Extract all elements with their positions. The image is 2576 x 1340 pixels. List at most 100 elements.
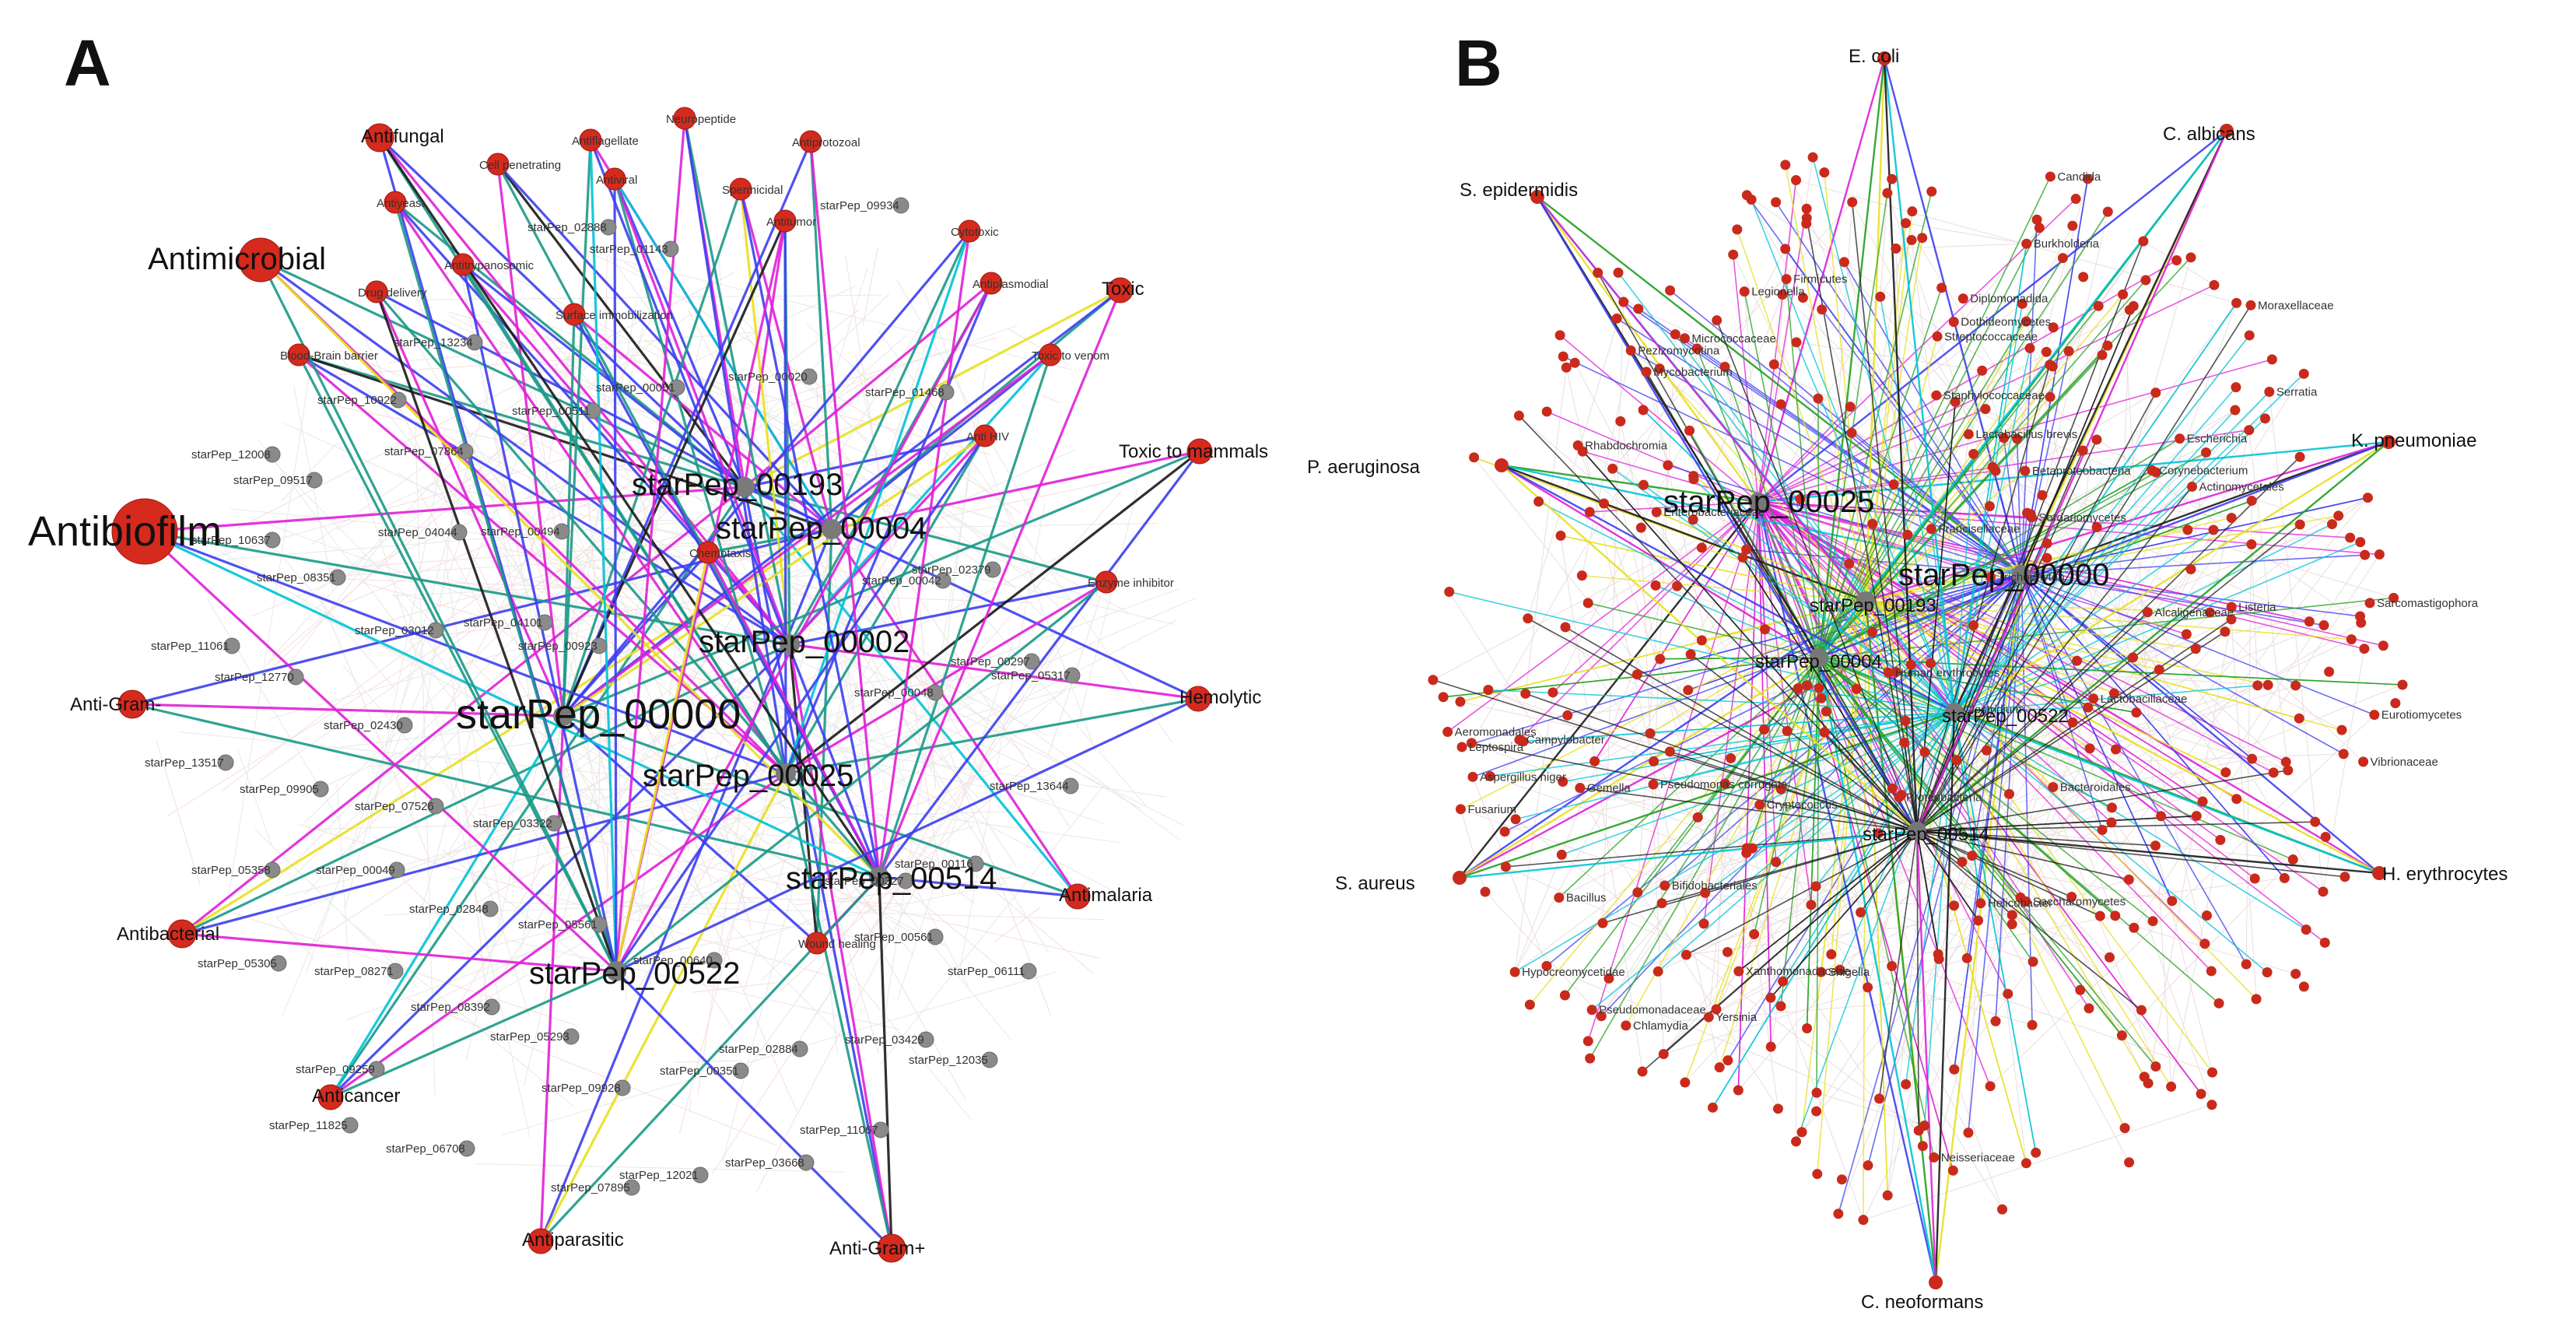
peptide-node-starpep-06111 [1020, 963, 1037, 980]
background-edge [2147, 612, 2160, 670]
edge-starpep-00522 [1954, 685, 2258, 713]
taxon-node [2209, 279, 2220, 290]
category-label-anti-gram: Anti-Gram+ [829, 1238, 925, 1259]
taxon-node [2003, 988, 2013, 999]
background-edge [845, 254, 944, 895]
taxon-node [1746, 195, 1757, 205]
background-edge [1470, 320, 1718, 744]
taxon-label-human-erythrocytes: Human erythrocytes [1895, 666, 1999, 679]
taxon-node [1901, 218, 1912, 229]
peptide-node-starpep-09905 [312, 780, 329, 798]
edge-starpep-00000 [2020, 574, 2360, 617]
edge-starpep-00025 [1758, 408, 1986, 503]
background-edge [2251, 544, 2259, 686]
background-edge [689, 870, 798, 1114]
edge-starpep-00522-anti-gram [615, 970, 893, 1250]
background-edge [532, 718, 912, 933]
background-edge [806, 324, 1013, 515]
taxon-node [1968, 620, 1979, 631]
taxon-node [1882, 188, 1893, 198]
edge-starpep-00000-anti-hiv [563, 434, 986, 717]
edge-starpep-00522 [1538, 500, 1955, 713]
taxon-node [1819, 167, 1830, 178]
taxon-node [1932, 331, 1943, 342]
taxon-node [1949, 900, 1960, 911]
taxon-node [1925, 658, 1936, 668]
edge-starpep-00000 [1968, 574, 2022, 1133]
peptide-label: starPep_02888 [527, 221, 607, 234]
taxon-node [2241, 959, 2252, 970]
target-label-c-neoformans: C. neoformans [1861, 1292, 1983, 1313]
edge-starpep-00522 [1954, 348, 2031, 713]
background-edge [2087, 374, 2304, 708]
taxon-node [2181, 629, 2192, 640]
edge-starpep-00514 [1916, 402, 1956, 832]
edge-starpep-00522-antibiofilm [143, 530, 618, 973]
edge-starpep-00193 [1460, 600, 1866, 703]
taxon-node [1780, 160, 1791, 170]
peptide-label: starPep_00116 [895, 858, 973, 871]
taxon-node [2154, 665, 2164, 675]
edge-starpep-00000 [1821, 309, 2022, 575]
edge-starpep-00193 [1693, 475, 1866, 602]
taxon-label-campylobacter: Campylobacter [1526, 734, 1605, 747]
background-edge [527, 324, 1018, 500]
taxon-node [2083, 702, 2094, 713]
taxon-node [1931, 390, 1942, 401]
category-label-cell-penetrating: Cell penetrating [479, 159, 561, 172]
taxon-label-shigella: Shigella [1828, 966, 1870, 979]
taxon-node [1520, 688, 1531, 699]
edge-starpep-00522-antiflagellate [589, 139, 618, 972]
edge-starpep-00004-antiprotozoal [809, 141, 833, 530]
taxon-node [2231, 794, 2242, 805]
category-node-toxic-to-mammals [1186, 438, 1213, 465]
taxon-node [1603, 973, 1614, 984]
target-label-h-erythrocytes: H. erythrocytes [2382, 864, 2508, 885]
edge-starpep-00193 [1719, 600, 1866, 1068]
edge-starpep-00514 [1859, 830, 1918, 913]
taxon-node [2298, 981, 2309, 992]
background-edge [1525, 367, 1567, 694]
edge-starpep-00004 [1818, 657, 2294, 861]
taxon-node [1780, 244, 1791, 254]
category-node-antimicrobial [238, 237, 283, 282]
peptide-node-starpep-08392 [483, 998, 500, 1016]
taxon-node [1569, 357, 1580, 368]
background-edge [2111, 310, 2130, 808]
taxon-node [2208, 524, 2219, 535]
panel-a-nodes [111, 107, 1213, 1263]
edge-starpep-00004-drug-delivery [376, 290, 832, 531]
category-label-anti-hiv: Anti HIV [966, 430, 1009, 444]
taxon-node [1806, 900, 1817, 910]
category-label-neuropeptide: Neuropeptide [666, 113, 736, 126]
edge-starpep-00514 [1916, 830, 2129, 881]
taxon-node [2226, 513, 2237, 524]
edge-starpep-00522 [1954, 391, 2270, 713]
background-edge [1807, 685, 2173, 902]
taxon-node [2390, 698, 2401, 709]
peptide-label: starPep_12021 [619, 1169, 699, 1182]
taxon-node [1867, 626, 1878, 637]
taxon-node [1655, 654, 1666, 665]
taxon-node [1999, 433, 2010, 444]
taxon-node [2338, 749, 2349, 759]
background-edge [393, 592, 462, 689]
background-edge [571, 443, 860, 630]
taxon-node [1648, 779, 1659, 790]
peptide-node-starpep-03012 [427, 622, 444, 639]
peptide-label: starPep_11061 [151, 640, 230, 653]
peptide-node-starpep-00494 [553, 523, 570, 540]
peptide-label: starPep_04044 [378, 526, 457, 539]
edge-starpep-00000 [1785, 248, 2022, 575]
edge-starpep-00002-toxic-to-venom [788, 353, 1052, 646]
taxon-label-streptococcaceae: Streptococcaceae [1944, 330, 2038, 343]
background-edge [1527, 618, 2013, 916]
background-edge [306, 531, 464, 973]
taxon-node [1894, 791, 1905, 802]
taxon-node [2091, 434, 2102, 445]
taxon-node [2037, 489, 2048, 500]
taxon-node [2094, 910, 2105, 921]
background-edge [692, 981, 778, 993]
background-edge [1546, 965, 1925, 1127]
